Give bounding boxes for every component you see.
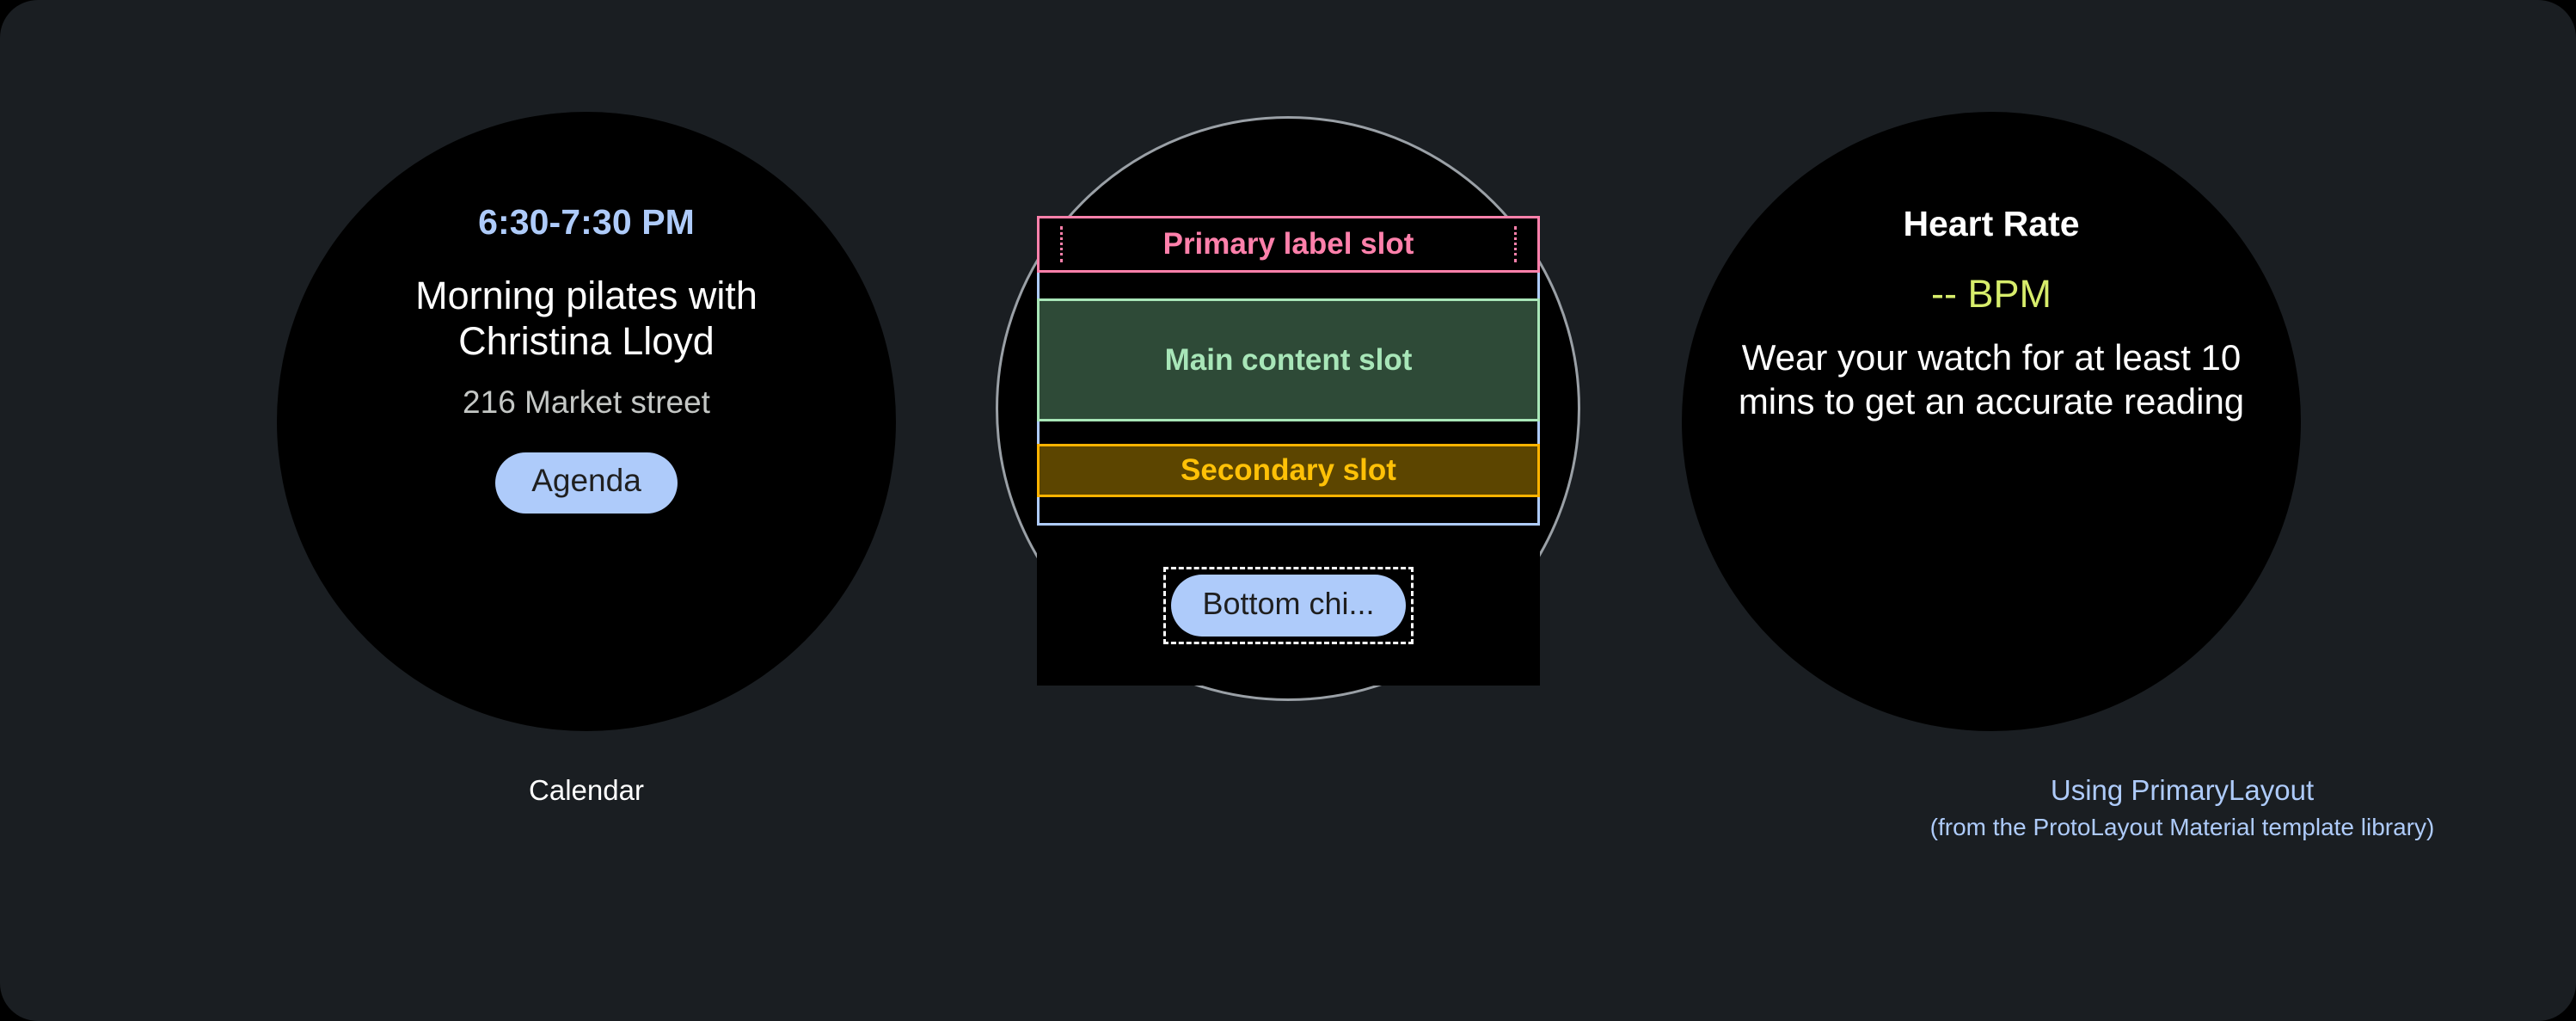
caption-primary-layout-sublabel: (from the ProtoLayout Material template … xyxy=(1929,813,2435,840)
slot-secondary-text: Secondary slot xyxy=(1181,453,1396,487)
watch-face-empty-state: Heart Rate -- BPM Wear your watch for at… xyxy=(1682,112,2301,731)
panel-calendar: 6:30-7:30 PM Morning pilates with Christ… xyxy=(0,0,896,1021)
spacer-main-to-secondary xyxy=(1040,421,1537,444)
primary-label-margin-right-guide xyxy=(1514,226,1517,262)
spacer-secondary-to-bottom xyxy=(1040,497,1537,526)
panel-primary-layout: Primary label slot Main content slot Sec… xyxy=(894,0,2434,1021)
slot-primary-label-text: Primary label slot xyxy=(1162,227,1414,261)
panel-empty-state: Heart Rate -- BPM Wear your watch for at… xyxy=(1682,0,2576,1021)
slot-bottom-chip-area: Bottom chi... xyxy=(1037,526,1540,686)
calendar-event-title: Morning pilates with Christina Lloyd xyxy=(415,274,757,364)
bottom-chip-bounds-outline: Bottom chi... xyxy=(1163,567,1414,644)
bottom-chip-button[interactable]: Bottom chi... xyxy=(1171,575,1406,637)
slot-main-content[interactable]: Main content slot xyxy=(1037,298,1540,421)
caption-primary-layout-label: Using PrimaryLayout xyxy=(2050,774,2315,806)
caption-calendar-label: Calendar xyxy=(529,774,644,806)
watch-face-calendar: 6:30-7:30 PM Morning pilates with Christ… xyxy=(277,112,896,731)
calendar-location: 216 Market street xyxy=(463,384,710,421)
spacer-primary-to-main xyxy=(1040,273,1537,298)
heart-rate-value: -- BPM xyxy=(1931,272,2052,316)
caption-calendar: Calendar xyxy=(277,772,896,809)
heart-rate-description: Wear your watch for at least 10 mins to … xyxy=(1738,337,2245,422)
heart-rate-title: Heart Rate xyxy=(1903,204,2080,243)
slot-primary-label[interactable]: Primary label slot xyxy=(1037,216,1540,273)
primary-label-margin-left-guide xyxy=(1060,226,1063,262)
primary-layout-container: Primary label slot Main content slot Sec… xyxy=(1037,216,1540,686)
caption-primary-layout: Using PrimaryLayout (from the ProtoLayou… xyxy=(1890,772,2475,842)
calendar-time-range: 6:30-7:30 PM xyxy=(478,202,695,242)
agenda-chip-button[interactable]: Agenda xyxy=(495,452,678,514)
slot-main-content-text: Main content slot xyxy=(1164,342,1413,377)
slot-secondary[interactable]: Secondary slot xyxy=(1037,444,1540,497)
